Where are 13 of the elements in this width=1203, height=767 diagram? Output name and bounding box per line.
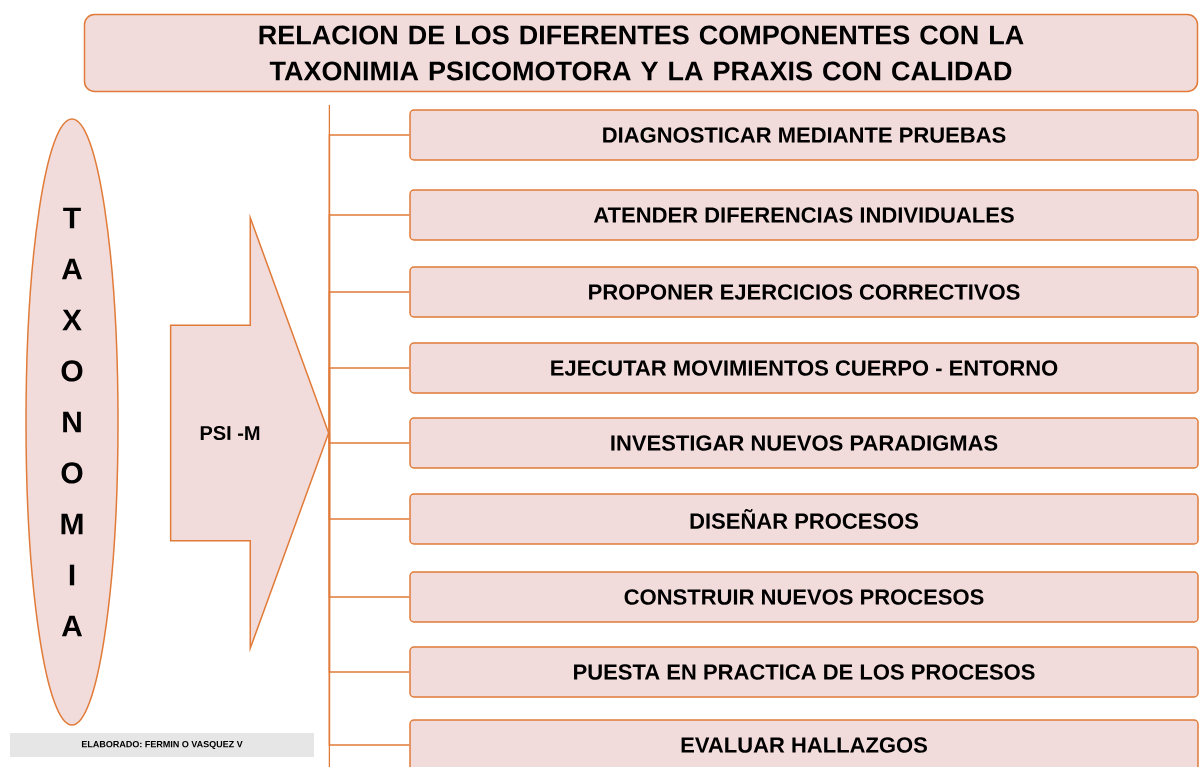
process-box: EVALUAR HALLAZGOS xyxy=(409,719,1199,767)
process-box: DISEÑAR PROCESOS xyxy=(409,493,1199,545)
process-box: PROPONER EJERCICIOS CORRECTIVOS xyxy=(409,266,1199,318)
branch-line xyxy=(328,367,410,434)
process-box: CONSTRUIR NUEVOS PROCESOS xyxy=(409,571,1199,623)
process-box: ATENDER DIFERENCIAS INDIVIDUALES xyxy=(409,189,1199,241)
title-box: RELACION DE LOS DIFERENTES COMPONENTES CON LA TAXONIMIA PSICOMOTORA Y LA PRAXIS CON CALIDAD xyxy=(83,13,1199,93)
process-box: DIAGNOSTICAR MEDIANTE PRUEBAS xyxy=(409,109,1199,161)
branch-line xyxy=(328,432,410,746)
credit-band: ELABORADO: FERMIN O VASQUEZ V xyxy=(10,733,314,757)
process-box: EJECUTAR MOVIMIENTOS CUERPO - ENTORNO xyxy=(409,342,1199,394)
process-box: PUESTA EN PRACTICA DE LOS PROCESOS xyxy=(409,646,1199,698)
process-box: INVESTIGAR NUEVOS PARADIGMAS xyxy=(409,417,1199,469)
